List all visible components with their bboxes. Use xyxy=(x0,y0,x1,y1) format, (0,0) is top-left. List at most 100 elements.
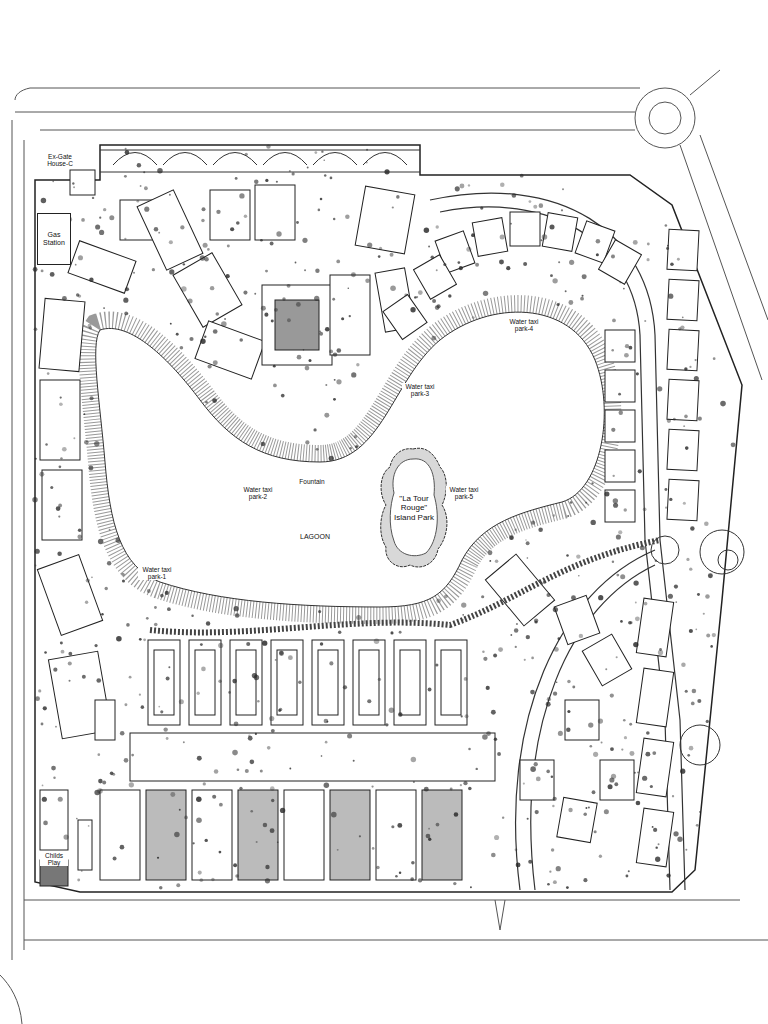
tree xyxy=(203,782,206,785)
building xyxy=(667,229,699,271)
tree xyxy=(179,809,181,811)
building xyxy=(565,700,599,740)
tree xyxy=(604,492,609,497)
tree xyxy=(62,447,67,452)
tree xyxy=(601,742,603,744)
map-label: Water taxi park-1 xyxy=(138,566,176,580)
map-label: Water taxi park-2 xyxy=(240,486,276,500)
tree xyxy=(83,413,85,415)
building xyxy=(376,790,416,880)
building xyxy=(667,329,699,371)
tree xyxy=(265,270,268,273)
building xyxy=(40,790,68,850)
tree xyxy=(731,442,736,447)
tree xyxy=(277,841,279,843)
tree xyxy=(462,614,464,616)
tree xyxy=(325,384,327,386)
tree xyxy=(618,530,622,534)
tree xyxy=(42,797,47,802)
tree xyxy=(694,376,699,381)
tree xyxy=(234,721,239,726)
tree xyxy=(276,181,278,183)
tree xyxy=(690,526,694,530)
tree xyxy=(431,336,436,341)
tree xyxy=(345,214,350,219)
tree xyxy=(594,830,597,833)
tree xyxy=(271,729,275,733)
building xyxy=(189,640,221,725)
tree xyxy=(636,801,641,806)
tree xyxy=(218,643,223,648)
building xyxy=(146,790,186,880)
tree xyxy=(154,623,158,627)
tree xyxy=(482,650,485,653)
tree xyxy=(329,661,333,665)
tree xyxy=(262,641,267,646)
building xyxy=(78,820,92,870)
inner-road xyxy=(531,565,655,890)
building xyxy=(636,808,673,867)
tree xyxy=(624,736,627,739)
tree xyxy=(101,613,103,615)
tree xyxy=(390,631,393,634)
tree xyxy=(389,707,394,712)
tree xyxy=(486,686,490,690)
tree xyxy=(41,723,44,726)
tree xyxy=(43,821,48,826)
tree xyxy=(620,620,623,623)
facility-label: Ex-Gate House-C xyxy=(42,153,78,167)
building xyxy=(394,640,426,725)
tree xyxy=(489,560,491,562)
building xyxy=(277,650,297,715)
tree xyxy=(205,839,208,842)
tree xyxy=(680,769,685,774)
tree xyxy=(69,680,71,682)
tree xyxy=(276,231,281,236)
building xyxy=(605,490,635,522)
tree xyxy=(58,797,63,802)
tree xyxy=(549,870,551,872)
tree xyxy=(633,580,638,585)
tree xyxy=(557,303,560,306)
tree xyxy=(154,227,158,231)
building xyxy=(441,650,461,715)
tree xyxy=(298,680,301,683)
tree xyxy=(116,636,122,642)
tree xyxy=(324,782,329,787)
tree xyxy=(72,182,74,184)
tree xyxy=(331,812,337,818)
tree xyxy=(86,578,90,582)
building xyxy=(195,321,265,379)
tree xyxy=(224,318,226,320)
tree xyxy=(664,488,667,491)
tree xyxy=(321,755,323,757)
tree xyxy=(125,150,130,155)
building xyxy=(582,634,631,686)
tree xyxy=(102,780,106,784)
tree xyxy=(77,879,80,882)
tree xyxy=(263,823,267,827)
building xyxy=(636,598,673,657)
building xyxy=(554,595,600,644)
tree xyxy=(235,177,238,180)
building xyxy=(40,380,80,460)
building xyxy=(37,555,102,636)
tree xyxy=(210,286,214,290)
tree xyxy=(89,326,92,329)
tree xyxy=(520,174,524,178)
tree xyxy=(556,866,561,871)
tree xyxy=(646,258,649,261)
tree xyxy=(307,167,309,169)
tree xyxy=(314,296,319,301)
tree xyxy=(567,680,571,684)
tree xyxy=(176,333,179,336)
tree xyxy=(720,401,726,407)
tree xyxy=(580,297,584,301)
tree xyxy=(491,710,496,715)
building xyxy=(667,379,699,421)
tree xyxy=(454,812,458,816)
tree xyxy=(123,298,128,303)
tree xyxy=(184,816,188,820)
tree xyxy=(165,591,169,595)
